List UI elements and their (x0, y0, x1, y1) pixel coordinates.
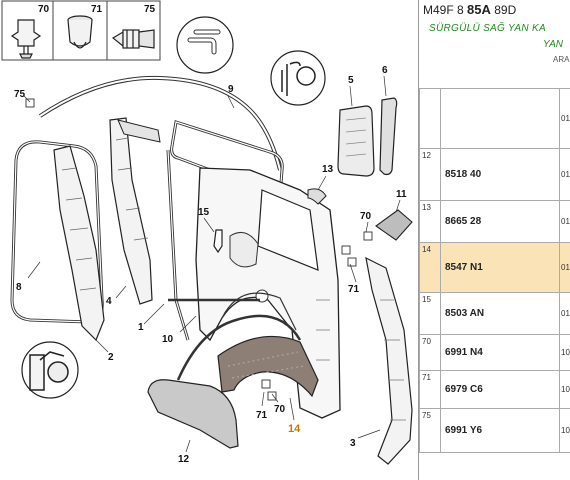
row-index: 14 (419, 242, 441, 293)
part-quantity: 01 (559, 148, 570, 201)
callout-11: 11 (396, 189, 407, 200)
roof-seal-strip (38, 75, 282, 171)
callout-13: 13 (322, 164, 334, 175)
wheel-arch-liner-14 (217, 335, 319, 398)
bracket-11 (375, 209, 413, 241)
callout-5: 5 (348, 75, 354, 86)
lamp-bezel-5 (337, 105, 375, 177)
parts-table-row[interactable]: 01S (419, 88, 570, 149)
model-code-left: M49F 8 (423, 3, 464, 17)
section-title-line2: YAN (543, 39, 564, 50)
callout-6: 6 (382, 65, 388, 76)
section-title-line3: ARA (553, 55, 570, 64)
row-index: 13 (419, 200, 441, 243)
clip-75-icon (111, 29, 155, 49)
clip-70-icon (10, 19, 42, 59)
callout-2: 2 (108, 352, 114, 363)
part-reference: 8518 40 (440, 148, 560, 201)
rear-pillar-3 (365, 256, 413, 465)
model-code: M49F 8 85A 89D (423, 2, 516, 17)
profile-detail-circle (270, 50, 326, 106)
row-index (419, 88, 441, 149)
row-index: 15 (419, 292, 441, 335)
parts-table: 01S128518 4001S138665 2801A148547 N101S1… (419, 88, 570, 453)
pillar-4 (109, 117, 153, 305)
callout-9: 9 (228, 84, 234, 95)
callout-70-lower: 70 (274, 404, 286, 415)
part-reference: 6979 C6 (440, 370, 560, 409)
fastener-markers (25, 98, 373, 401)
callout-4: 4 (106, 296, 112, 307)
callout-71-upper: 71 (348, 284, 360, 295)
leader-lines (23, 75, 401, 453)
part-quantity: 10 (559, 334, 570, 371)
clip-detail-circle (21, 341, 79, 399)
part-reference: 8503 AN (440, 292, 560, 335)
part-quantity: 10 (559, 370, 570, 409)
row-index: 70 (419, 334, 441, 371)
callout-71-lower: 71 (256, 410, 268, 421)
part-reference: 8547 N1 (440, 242, 560, 293)
part-reference: 8665 28 (440, 200, 560, 243)
section-title-line1: SÜRGÜLÜ SAĞ YAN KA (429, 23, 546, 34)
callout-3: 3 (350, 438, 356, 449)
part-quantity: 01 (559, 242, 570, 293)
row-index: 75 (419, 408, 441, 453)
callout-12: 12 (178, 454, 190, 465)
part-reference: 6991 N4 (440, 334, 560, 371)
model-code-right: 89D (494, 3, 517, 17)
callout-1: 1 (138, 322, 144, 333)
row-index: 12 (419, 148, 441, 201)
inset-label-71: 71 (91, 4, 103, 15)
row-index: 71 (419, 370, 441, 409)
bracket-15 (213, 229, 223, 254)
inset-label-75: 75 (144, 4, 156, 15)
clip-13 (307, 188, 327, 205)
callout-8: 8 (16, 282, 22, 293)
inset-label-70: 70 (38, 4, 50, 15)
callout-14: 14 (288, 423, 301, 435)
parts-exploded-diagram: 70 71 75 (1, 0, 413, 465)
part-quantity: 01 (559, 292, 570, 335)
clip-71-icon (67, 15, 93, 49)
part-quantity: 01 (559, 200, 570, 243)
callout-75: 75 (14, 89, 26, 100)
model-code-bold: 85A (467, 2, 491, 17)
trim-panel-12 (147, 379, 239, 449)
pillar-2 (53, 145, 105, 342)
part-quantity: 01 (559, 88, 570, 149)
parts-list-panel: M49F 8 85A 89D SÜRGÜLÜ SAĞ YAN KA YAN AR… (418, 0, 570, 480)
part-reference: 6991 Y6 (440, 408, 560, 453)
seal-detail-circle (176, 16, 234, 74)
callout-15: 15 (198, 207, 210, 218)
fastener-inset: 70 71 75 (1, 0, 161, 61)
lamp-lens-6 (379, 97, 398, 176)
callout-10: 10 (162, 334, 174, 345)
callout-70-upper: 70 (360, 211, 372, 222)
part-quantity: 10 (559, 408, 570, 453)
part-reference (440, 88, 560, 149)
arch-seal-10 (168, 298, 302, 381)
